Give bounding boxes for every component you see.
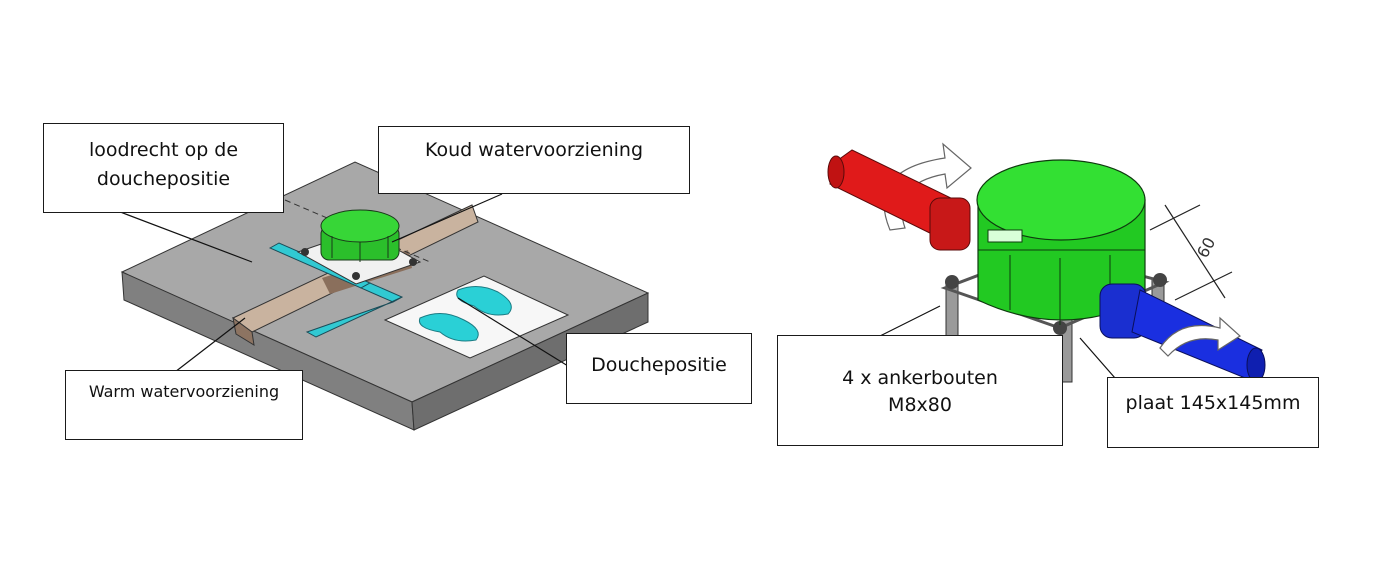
callout-text: douchepositie xyxy=(96,168,231,190)
rotation-arrow-right xyxy=(1159,316,1241,357)
callout-text: Koud watervoorziening xyxy=(424,139,644,161)
concrete-slab xyxy=(120,161,650,431)
leader-lines-left xyxy=(114,193,569,373)
callout-text: 4 x ankerbouten xyxy=(842,367,998,389)
junction-box-small xyxy=(320,209,400,262)
plumb-line xyxy=(284,199,431,263)
shower-tile xyxy=(383,275,570,359)
callout-text: loodrecht op de xyxy=(88,139,239,161)
callout-text: Warm watervoorziening xyxy=(88,382,280,401)
callout-warm-water: Warm watervoorziening xyxy=(65,370,303,440)
callout-text: Douchepositie xyxy=(591,354,727,376)
callout-text: plaat 145x145mm xyxy=(1125,392,1301,414)
dimension-indicator xyxy=(1149,204,1233,301)
cold-water-pipe xyxy=(827,149,971,251)
callout-plate: plaat 145x145mm xyxy=(1107,377,1319,448)
callout-plumb-position: loodrecht op de douchepositie xyxy=(43,123,284,213)
callout-anchor-bolts: 4 x ankerbouten M8x80 xyxy=(777,335,1063,446)
leader-lines-right xyxy=(879,305,1116,379)
footprint-icon xyxy=(418,313,479,342)
callout-text: M8x80 xyxy=(888,394,952,416)
callout-cold-water: Koud watervoorziening xyxy=(378,126,690,194)
callout-shower-position: Douchepositie xyxy=(566,333,752,404)
